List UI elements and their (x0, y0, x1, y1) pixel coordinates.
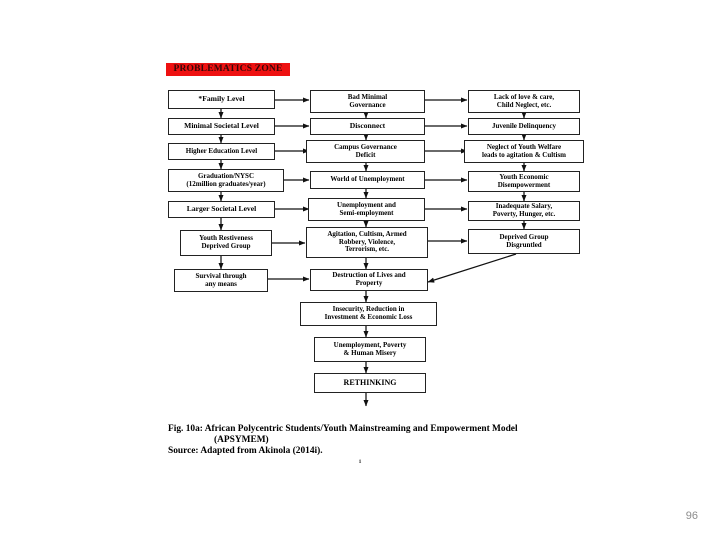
node-label: Lack of love & care,Child Neglect, etc. (493, 92, 555, 109)
figure-caption: Fig. 10a: African Polycentric Students/Y… (168, 424, 598, 457)
node-label: World of Unemployment (330, 175, 405, 184)
node-minimal-societal-level[interactable]: Minimal Societal Level (168, 118, 275, 135)
page-number: 96 (685, 510, 698, 522)
caption-line-1: Fig. 10a: African Polycentric Students/Y… (168, 424, 518, 434)
node-label: Minimal Societal Level (184, 121, 259, 131)
node-label: Higher Education Level (185, 146, 258, 155)
node-inadequate-salary[interactable]: Inadequate Salary,Poverty, Hunger, etc. (468, 201, 580, 221)
caption-line-2: (APSYMEM) (214, 435, 269, 446)
node-label: Juvenile Delinquency (492, 121, 556, 130)
node-unemployment-poverty[interactable]: Unemployment, Poverty& Human Misery (314, 337, 426, 362)
node-label: Disconnect (349, 121, 386, 131)
node-graduation-nysc[interactable]: Graduation/NYSC(12million graduates/year… (168, 169, 284, 192)
node-world-of-unemployment[interactable]: World of Unemployment (310, 171, 425, 189)
node-label: *Family Level (198, 94, 245, 104)
node-disconnect[interactable]: Disconnect (310, 118, 425, 135)
node-label: Unemployment, Poverty& Human Misery (333, 340, 407, 357)
node-label: Graduation/NYSC(12million graduates/year… (186, 171, 266, 188)
node-rethinking[interactable]: RETHINKING (314, 373, 426, 393)
node-label: Larger Societal Level (186, 204, 257, 214)
node-label: Inadequate Salary,Poverty, Hunger, etc. (492, 202, 556, 218)
node-larger-societal-level[interactable]: Larger Societal Level (168, 201, 275, 218)
node-lack-of-love[interactable]: Lack of love & care,Child Neglect, etc. (468, 90, 580, 113)
problematics-zone-banner: PROBLEMATICS ZONE (166, 63, 290, 76)
node-higher-education-level[interactable]: Higher Education Level (168, 143, 275, 160)
node-family-level[interactable]: *Family Level (168, 90, 275, 109)
node-label: RETHINKING (343, 377, 397, 387)
folio-number: 1 (358, 459, 362, 465)
node-juvenile-delinquency[interactable]: Juvenile Delinquency (468, 118, 580, 135)
caption-source-line: Source: Adapted from Akinola (2014i). (168, 446, 323, 457)
